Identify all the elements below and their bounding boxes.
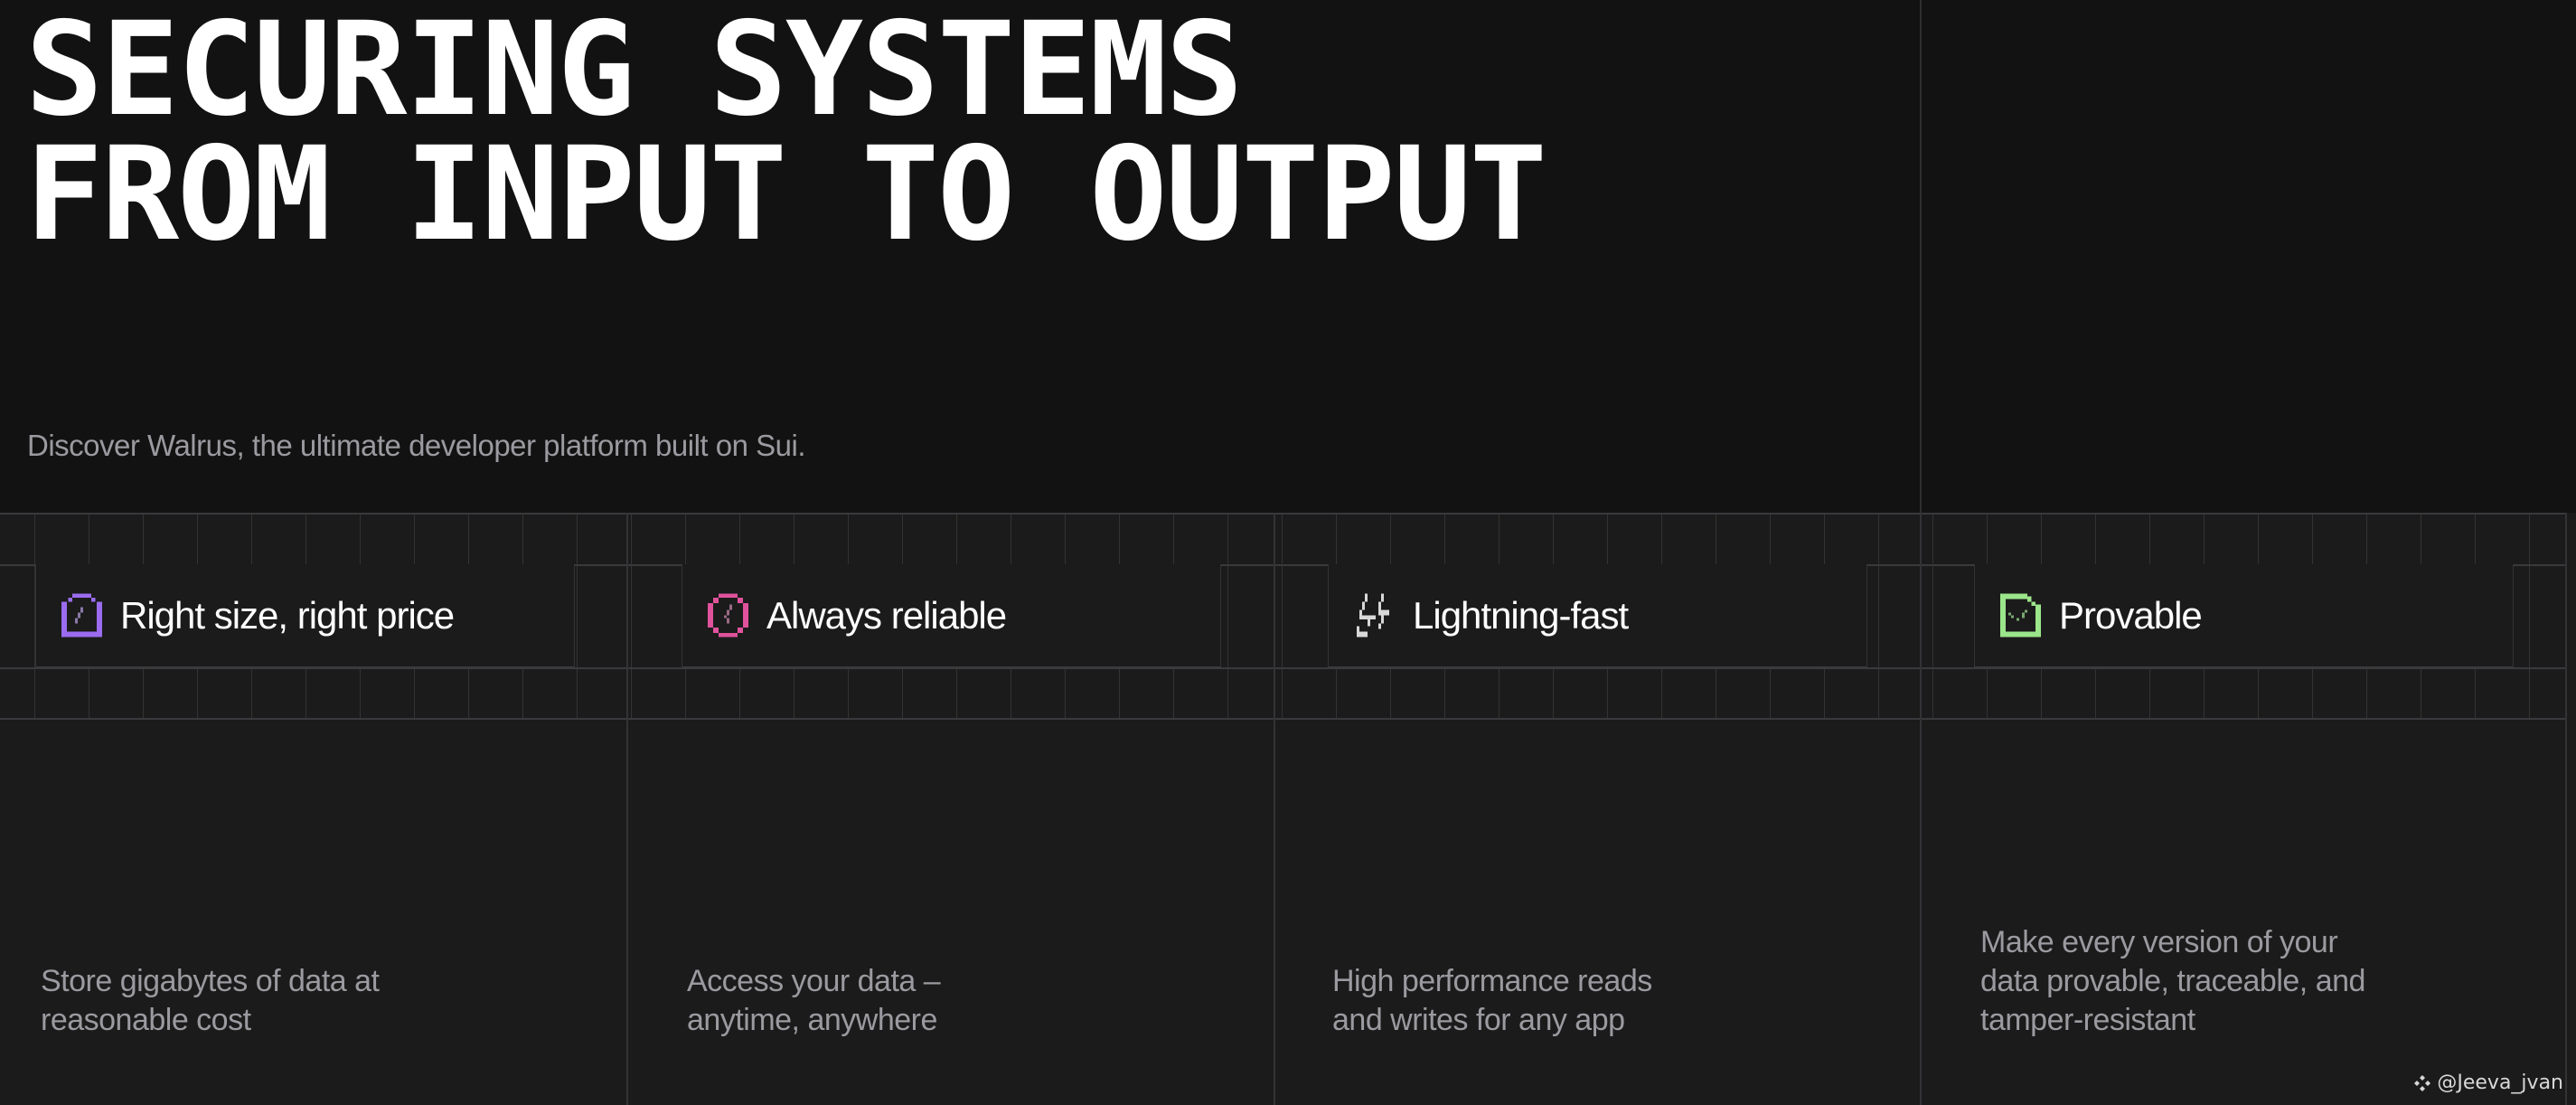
document-check-icon	[2000, 593, 2041, 638]
column-divider	[2565, 513, 2567, 1105]
title-line-1: SECURING SYSTEMS	[25, 0, 1243, 145]
desc-line: tamper-resistant	[1980, 1003, 2195, 1037]
desc-line: Make every version of your	[1980, 925, 2338, 959]
desc-line: and writes for any app	[1332, 1003, 1625, 1037]
watermark: @Jeeva_jvan	[2413, 1072, 2563, 1094]
feature-heading-lightning: Lightning-fast	[1328, 564, 1867, 668]
column-divider	[626, 513, 628, 1105]
desc-line: Access your data –	[687, 964, 941, 998]
desc-line: anytime, anywhere	[687, 1003, 937, 1037]
feature-title: Right size, right price	[120, 593, 455, 637]
desc-line: reasonable cost	[41, 1003, 251, 1037]
desc-line: data provable, traceable, and	[1980, 964, 2365, 998]
binance-logo-icon	[2414, 1074, 2431, 1091]
hero-subtitle: Discover Walrus, the ultimate developer …	[27, 429, 806, 462]
watermark-text: @Jeeva_jvan	[2437, 1072, 2563, 1094]
desc-line: Store gigabytes of data at	[41, 964, 380, 998]
divider	[0, 564, 2565, 566]
lightning-icon	[1357, 593, 1389, 638]
feature-description: Store gigabytes of data at reasonable cos…	[41, 962, 511, 1040]
column-divider	[1274, 513, 1275, 1105]
feature-title: Always reliable	[766, 593, 1007, 637]
feature-title: Lightning-fast	[1413, 593, 1629, 637]
feature-heading-provable: Provable	[1974, 564, 2514, 668]
feature-description: Make every version of your data provable,…	[1980, 923, 2450, 1040]
clock-icon	[708, 593, 748, 638]
title-line-2: FROM INPUT TO OUTPUT	[25, 118, 1547, 269]
feature-title: Provable	[2059, 593, 2203, 637]
feature-heading-reliable: Always reliable	[682, 564, 1221, 668]
feature-description: High performance reads and writes for any…	[1332, 962, 1802, 1040]
bottle-icon	[61, 593, 102, 638]
divider	[0, 667, 2565, 669]
feature-description: Access your data – anytime, anywhere	[687, 962, 1157, 1040]
feature-heading-right-size: Right size, right price	[35, 564, 575, 668]
divider	[1920, 0, 1922, 513]
desc-line: High performance reads	[1332, 964, 1652, 998]
column-divider	[1920, 513, 1922, 1105]
